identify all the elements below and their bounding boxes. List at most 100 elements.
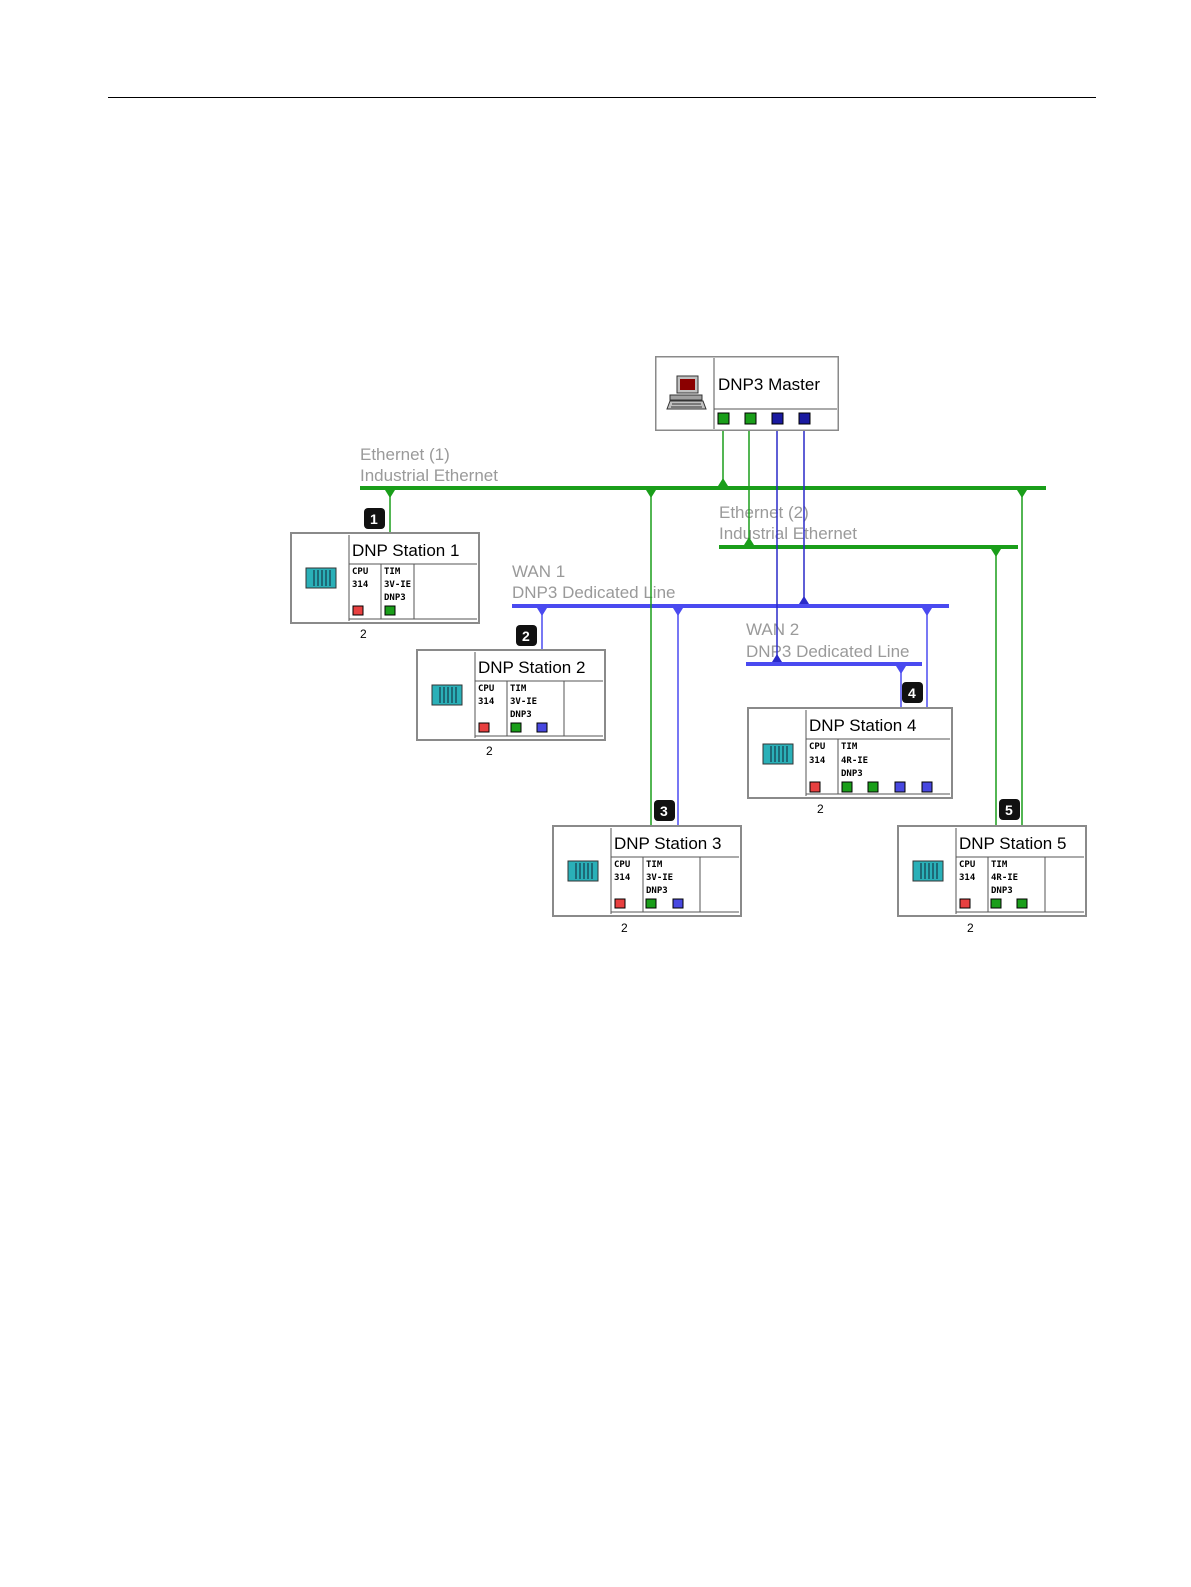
station-3-title: DNP Station 3 [614,834,721,853]
station-2-port-cpu [478,722,490,733]
master-port-eth2 [744,412,757,425]
station-1-rack-number: 2 [360,627,367,641]
header-rule [108,97,1096,98]
station-1-cpu-label: CPU [352,567,368,577]
marker-4-label: 4 [908,685,916,701]
arrow-s5-eth2 [991,549,1001,557]
rack-icon [762,743,794,765]
marker-5-label: 5 [1005,802,1013,818]
wan-1-type: DNP3 Dedicated Line [512,583,675,602]
arrow-s5-eth1 [1017,490,1027,498]
arrow-s4-wan2 [896,666,906,674]
rack-icon [567,860,599,882]
arrow-master-wan2 [772,654,782,662]
station-2-tim-label: TIM [510,684,527,694]
station-2-rack-number: 2 [486,744,493,758]
arrow-s4-wan1 [922,608,932,616]
station-1-cpu-model: 314 [352,580,369,590]
station-2-cpu-model: 314 [478,697,495,707]
station-3-port-eth1 [645,898,657,909]
station-5-title: DNP Station 5 [959,834,1066,853]
station-4-port-cpu [809,781,821,793]
marker-2-label: 2 [522,628,530,644]
station-4-port-green-2 [867,781,879,793]
station-1-tim-model: 3V-IE [384,580,411,590]
wan-1-name: WAN 1 [512,562,565,581]
marker-5: 5 [999,799,1020,820]
station-5-tim-protocol: DNP3 [991,886,1013,896]
station-5[interactable]: DNP Station 5 CPU 314 TIM 4R-IE DNP3 [897,825,1087,917]
station-4-tim-label: TIM [841,742,858,752]
network-diagram: Ethernet (1) Industrial Ethernet Etherne… [290,356,1087,935]
connection-arrows [385,478,1027,674]
marker-3-label: 3 [660,803,668,819]
master-port-eth1 [717,412,730,425]
ethernet-2-name: Ethernet (2) [719,503,809,522]
arrow-s2-wan1 [537,608,547,616]
master-port-wan1 [798,412,811,425]
arrow-master-wan1 [799,596,809,604]
station-1-tim-protocol: DNP3 [384,593,406,603]
station-5-cpu-label: CPU [959,860,975,870]
arrow-master-eth2 [744,537,754,545]
arrow-s3-wan1 [673,608,683,616]
master-title: DNP3 Master [718,375,820,394]
ethernet-1-name: Ethernet (1) [360,445,450,464]
station-1-port-eth1 [384,605,396,616]
station-2[interactable]: DNP Station 2 CPU 314 TIM 3V-IE DNP3 [416,649,606,741]
arrow-s1-eth1 [385,490,395,498]
rack-icon [431,684,463,706]
station-5-rack-number: 2 [967,921,974,935]
station-2-port-green [510,722,522,733]
marker-1-label: 1 [370,511,378,527]
station-5-port-eth1 [1016,898,1028,909]
station-5-port-cpu [959,898,971,909]
station-3-tim-model: 3V-IE [646,873,673,883]
station-3[interactable]: DNP Station 3 CPU 314 TIM 3V-IE DNP3 [552,825,742,917]
station-3-tim-protocol: DNP3 [646,886,668,896]
arrow-master-eth1 [718,478,728,486]
station-4-port-green-1 [841,781,853,793]
station-1[interactable]: DNP Station 1 CPU 314 TIM 3V-IE DNP3 [290,532,480,624]
station-4-tim-protocol: DNP3 [841,769,863,779]
wan-2-type: DNP3 Dedicated Line [746,642,909,661]
station-3-tim-label: TIM [646,860,663,870]
station-4-cpu-label: CPU [809,742,825,752]
station-3-port-cpu [614,898,626,909]
station-5-tim-model: 4R-IE [991,873,1018,883]
station-2-tim-protocol: DNP3 [510,710,532,720]
marker-4: 4 [902,682,923,703]
station-4-rack-number: 2 [817,802,824,816]
arrow-s3-eth1 [646,490,656,498]
station-3-port-wan1 [672,898,684,909]
station-2-port-wan1 [536,722,548,733]
station-4-title: DNP Station 4 [809,716,916,735]
station-4-port-wan2 [894,781,906,793]
station-4-port-wan1 [921,781,933,793]
station-4[interactable]: DNP Station 4 CPU 314 TIM 4R-IE DNP3 [747,707,953,799]
station-3-cpu-model: 314 [614,873,631,883]
station-1-port-cpu [352,605,364,616]
station-1-tim-label: TIM [384,567,401,577]
station-1-title: DNP Station 1 [352,541,459,560]
station-3-cpu-label: CPU [614,860,630,870]
station-4-cpu-model: 314 [809,756,826,766]
rack-icon [912,860,944,882]
ethernet-1-type: Industrial Ethernet [360,466,498,485]
master-port-wan2 [771,412,784,425]
rack-icon [305,567,337,589]
station-2-cpu-label: CPU [478,684,494,694]
computer-icon [666,375,707,410]
marker-3: 3 [654,800,675,821]
marker-1: 1 [364,508,385,529]
station-5-cpu-model: 314 [959,873,976,883]
master-station[interactable]: DNP3 Master [655,356,839,431]
station-5-port-eth2 [990,898,1002,909]
station-4-tim-model: 4R-IE [841,756,868,766]
station-3-rack-number: 2 [621,921,628,935]
station-5-tim-label: TIM [991,860,1008,870]
wan-2-name: WAN 2 [746,620,799,639]
station-2-tim-model: 3V-IE [510,697,537,707]
station-2-title: DNP Station 2 [478,658,585,677]
ethernet-2-type: Industrial Ethernet [719,524,857,543]
